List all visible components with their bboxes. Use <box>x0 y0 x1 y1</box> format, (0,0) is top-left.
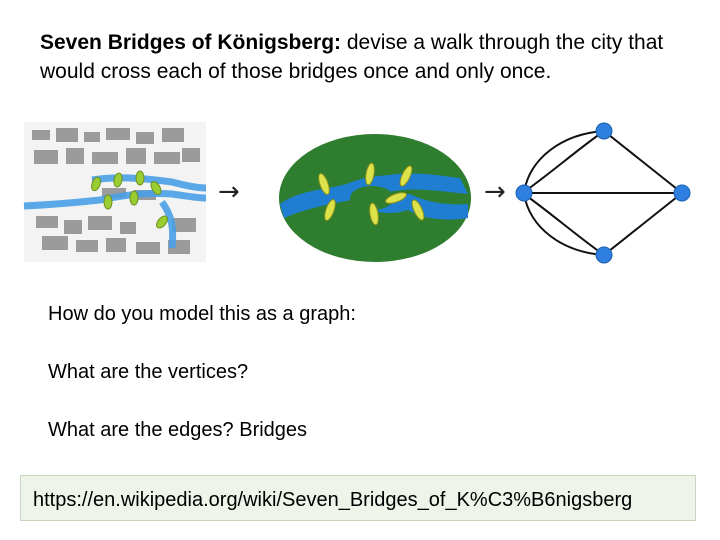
arrow-icon-2: → <box>484 177 506 207</box>
slide-title-bold: Seven Bridges of Königsberg: <box>40 31 342 54</box>
city-map-image <box>23 122 207 262</box>
source-url-link[interactable]: https://en.wikipedia.org/wiki/Seven_Brid… <box>33 489 633 511</box>
source-url-box: https://en.wikipedia.org/wiki/Seven_Brid… <box>20 475 696 521</box>
slide-title: Seven Bridges of Königsberg: devise a wa… <box>40 28 700 86</box>
slide-title-text: devise a walk through the city that woul… <box>40 31 664 83</box>
graph-edge-bottom-right <box>603 192 683 256</box>
figure-svg: → → <box>23 122 691 264</box>
question-vertices: What are the vertices? <box>48 361 249 383</box>
konigsberg-figure: → → <box>22 118 702 278</box>
graph-vertex-top <box>595 122 613 140</box>
graph-edge-bottom-left-1 <box>523 193 605 256</box>
graph-vertex-bottom <box>595 246 613 264</box>
graph-edge-top-right <box>603 130 683 194</box>
graph-edge-top-left-1 <box>523 130 605 193</box>
graph-vertex-right <box>673 184 691 202</box>
konigsberg-graph <box>523 130 683 256</box>
graph-edge-top-left-2 <box>523 130 605 193</box>
graph-edge-bottom-left-2 <box>523 193 605 256</box>
question-model-graph: How do you model this as a graph: <box>48 303 356 325</box>
abstract-map-image <box>279 134 471 262</box>
question-edges: What are the edges? Bridges <box>48 419 308 441</box>
arrow-icon-1: → <box>218 177 240 207</box>
graph-vertex-left <box>515 184 533 202</box>
